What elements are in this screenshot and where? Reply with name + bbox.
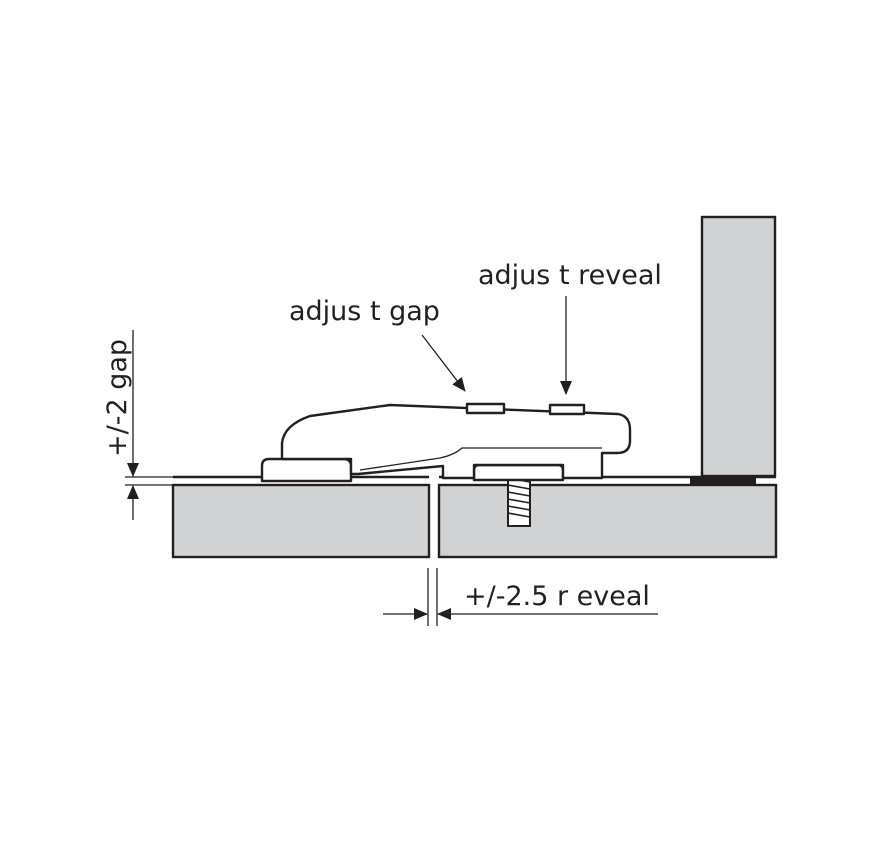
gap-dimension-label: +/-2 gap <box>102 339 133 457</box>
gap-adjust-screw <box>465 402 506 415</box>
reveal-dimension-label: +/-2.5 r eveal <box>464 581 650 612</box>
right-door-panel <box>437 483 778 559</box>
reveal-adjust-screw <box>548 403 586 416</box>
cabinet-side-panel <box>700 215 777 478</box>
hinge-arm <box>280 403 632 480</box>
edge-strip <box>690 476 756 484</box>
gap-dimension-marker <box>125 330 173 520</box>
adjust-reveal-label: adjus t reveal <box>478 260 662 291</box>
hinge-arm-detail <box>359 447 602 471</box>
hinge-cup <box>260 457 353 483</box>
adjust-gap-label: adjus t gap <box>289 296 440 327</box>
left-door-panel <box>171 483 431 559</box>
reveal-dimension-marker <box>383 568 658 626</box>
adjust-gap-arrow <box>421 334 466 392</box>
mounting-plate <box>472 463 565 482</box>
